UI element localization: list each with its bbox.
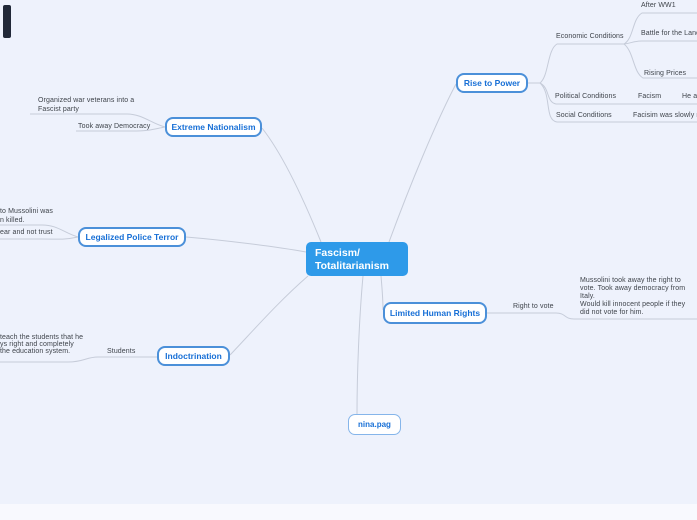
label-social-conditions[interactable]: Social Conditions (556, 112, 612, 119)
label-facism[interactable]: Facism (638, 93, 662, 100)
label-teach-students[interactable]: teach the students that he ys right and … (0, 334, 84, 355)
label-economic-conditions[interactable]: Economic Conditions (556, 33, 624, 40)
label-he-a[interactable]: He a (682, 93, 697, 100)
label-battle-for-the-land[interactable]: Battle for the Land (641, 30, 697, 37)
bottom-strip (0, 504, 697, 520)
label-vote-note[interactable]: Mussolini took away the right to vote. T… (580, 277, 686, 316)
node-legalized-police-terror[interactable]: Legalized Police Terror (78, 227, 186, 247)
label-students[interactable]: Students (107, 348, 136, 355)
label-organized-war-veterans[interactable]: Organized war veterans into a Fascist pa… (38, 97, 135, 113)
node-limited-human-rights[interactable]: Limited Human Rights (383, 302, 487, 324)
corner-bar (3, 5, 11, 38)
label-facisim-slowly-rising[interactable]: Facisim was slowly rising (633, 112, 697, 119)
label-right-to-vote[interactable]: Right to vote (513, 303, 554, 310)
label-after-ww1[interactable]: After WW1 (641, 2, 676, 9)
node-rise-to-power[interactable]: Rise to Power (456, 73, 528, 93)
label-mussolini-killed[interactable]: to Mussolini was n killed. (0, 208, 53, 224)
label-rising-prices[interactable]: Rising Prices (644, 70, 687, 77)
label-fear-and-not-trust[interactable]: ear and not trust (0, 229, 53, 236)
node-nina-pag[interactable]: nina.pag (348, 414, 401, 435)
node-indoctrination[interactable]: Indoctrination (157, 346, 230, 366)
node-extreme-nationalism[interactable]: Extreme Nationalism (165, 117, 262, 137)
label-took-away-democracy[interactable]: Took away Democracy (78, 123, 151, 130)
central-topic-fascism-totalitarianism[interactable]: Fascism/ Totalitarianism (306, 242, 408, 276)
label-political-conditions[interactable]: Political Conditions (555, 93, 617, 100)
